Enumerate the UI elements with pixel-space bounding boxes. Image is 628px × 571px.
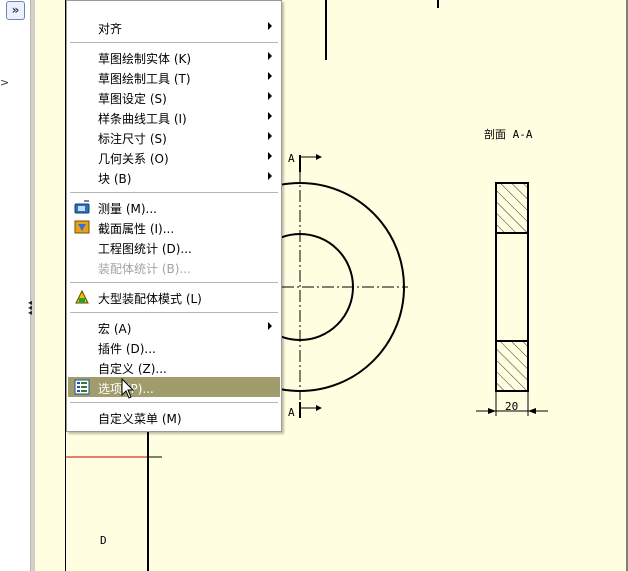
menu-item-relations[interactable]: 几何关系 (O) [68, 147, 280, 167]
menu-item-drawing-statistics[interactable]: 工程图统计 (D)... [98, 242, 192, 256]
section-view-title: 剖面 A-A [484, 128, 533, 141]
menu-separator [70, 282, 278, 283]
submenu-arrow-icon [268, 72, 272, 80]
panel-splitter[interactable] [30, 0, 36, 571]
menu-item-blocks[interactable]: 块 (B) [68, 167, 280, 187]
menu-item-dimensions[interactable]: 标注尺寸 (S) [68, 127, 280, 147]
tools-context-menu: 对齐 草图绘制实体 (K) 草图绘制工具 (T) 草图设定 (S) 样条曲线工具… [66, 0, 282, 432]
expand-panel-button[interactable]: » [6, 1, 25, 20]
section-label-bottom: A [288, 406, 295, 419]
menu-item-large-assembly-mode[interactable]: 大型装配体模式 (L) [68, 287, 280, 307]
menu-separator [70, 192, 278, 193]
dimension-20[interactable] [476, 392, 548, 416]
dimension-value: 20 [505, 400, 519, 413]
menu-item-sketch-entities[interactable]: 草图绘制实体 (K) [68, 47, 280, 67]
section-view[interactable] [495, 182, 529, 392]
submenu-arrow-icon [268, 112, 272, 120]
menu-separator [70, 312, 278, 313]
menu-item-clipped [68, 0, 280, 10]
menu-item-spline-tools[interactable]: 样条曲线工具 (I) [68, 107, 280, 127]
submenu-arrow-icon [268, 152, 272, 160]
menu-item-sketch-settings[interactable]: 草图设定 (S) [68, 87, 280, 107]
menu-item-section-properties[interactable]: 截面属性 (I)... [68, 217, 280, 237]
submenu-arrow-icon [268, 322, 272, 330]
menu-item-assembly-statistics: 装配体统计 (B)... [98, 262, 191, 276]
submenu-arrow-icon [268, 132, 272, 140]
menu-item-measure[interactable]: 测量 (M)... [68, 197, 280, 217]
mouse-pointer-icon [121, 378, 135, 399]
submenu-arrow-icon [268, 22, 272, 30]
menu-separator [70, 42, 278, 43]
menu-item-sketch-tools[interactable]: 草图绘制工具 (T) [68, 67, 280, 87]
section-label-top: A [288, 152, 295, 165]
menu-item-addins[interactable]: 插件 (D)... [98, 342, 156, 356]
submenu-arrow-icon [268, 172, 272, 180]
sheet-left-margin [35, 0, 66, 571]
submenu-arrow-icon [268, 52, 272, 60]
submenu-arrow-icon [268, 92, 272, 100]
section-properties-icon [74, 220, 90, 234]
large-assembly-icon [75, 289, 89, 304]
menu-item-align[interactable]: 对齐 [68, 17, 280, 37]
menu-item-macro[interactable]: 宏 (A) [68, 317, 280, 337]
menu-item-options[interactable]: 选项 (P)... [68, 377, 280, 397]
options-icon [74, 379, 90, 395]
panel-chevron-icon[interactable]: > [0, 76, 10, 89]
menu-separator [70, 402, 278, 403]
menu-item-customize[interactable]: 自定义 (Z)... [98, 362, 167, 376]
measure-icon [74, 200, 90, 214]
splitter-grip-icon[interactable]: ◂◂◂ [28, 298, 33, 317]
menu-item-customize-menu[interactable]: 自定义菜单 (M) [98, 412, 182, 426]
section-line[interactable] [299, 154, 322, 418]
zone-label: D [100, 534, 107, 547]
